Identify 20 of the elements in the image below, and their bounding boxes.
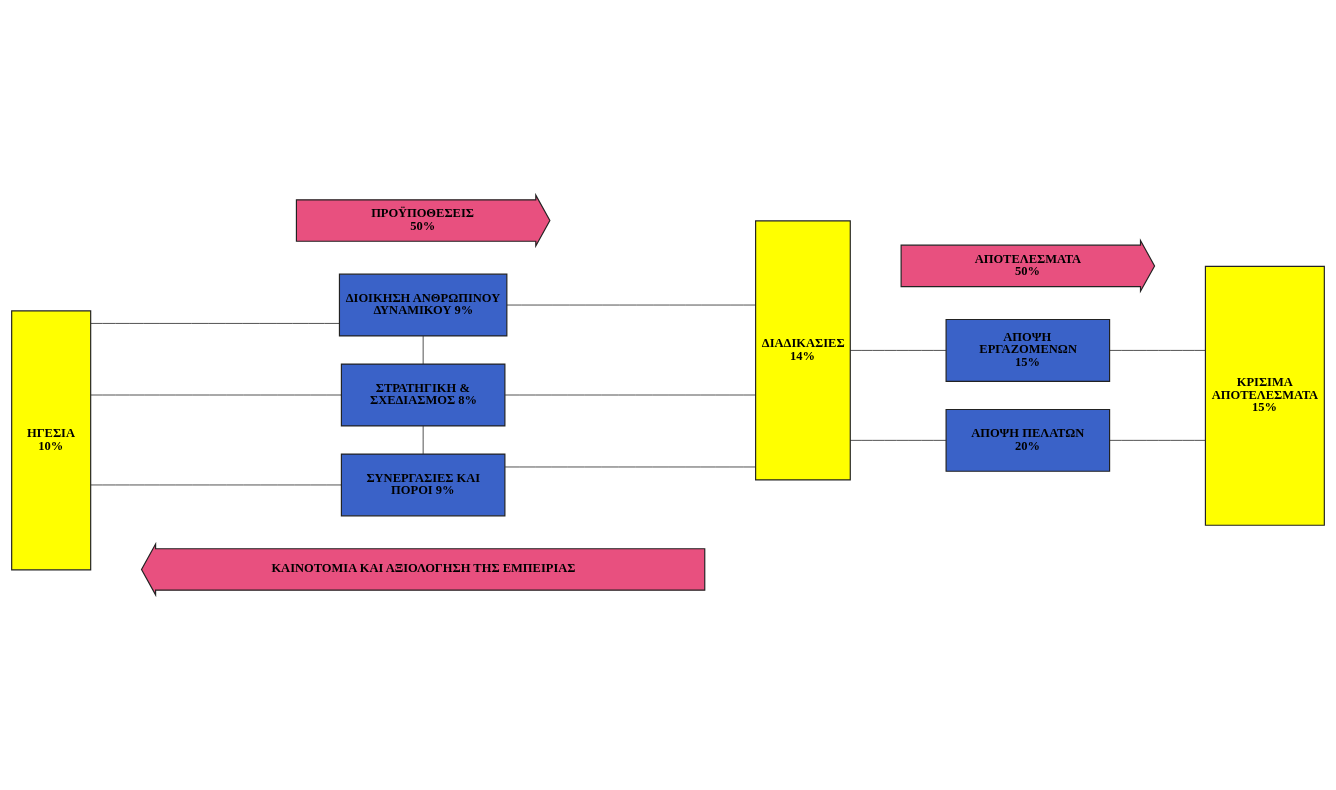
connector [849,350,947,351]
node-box: ΣΥΝΕΡΓΑΣΙΕΣ ΚΑΙ ΠΟΡΟΙ 9% [340,453,506,517]
connector [90,323,340,324]
connector [504,466,756,468]
node-box: ΔΙΑΔΙΚΑΣΙΕΣ 14% [755,220,851,481]
connector [90,394,342,396]
node-box: ΑΠΟΨΗ ΠΕΛΑΤΩΝ 20% [945,408,1111,472]
node-box: ΗΓΕΣΙΑ 10% [11,310,92,571]
node-box: ΚΡΙΣΙΜΑ ΑΠΟΤΕΛΕΣΜΑΤΑ 15% [1204,265,1325,526]
connector [1109,440,1206,441]
connector [422,335,424,365]
connector [504,394,756,396]
connector [1109,350,1206,351]
node-box: ΣΤΡΑΤΗΓΙΚΗ & ΣΧΕΔΙΑΣΜΟΣ 8% [340,363,506,427]
connector [422,425,424,455]
connector [90,484,342,486]
connector [506,304,756,306]
node-box: ΔΙΟΙΚΗΣΗ ΑΝΘΡΩΠΙΝΟΥ ΔΥΝΑΜΙΚΟΥ 9% [338,273,508,337]
node-box: ΑΠΟΨΗ ΕΡΓΑΖΟΜΕΝΩΝ 15% [945,318,1111,382]
connector [849,440,947,441]
